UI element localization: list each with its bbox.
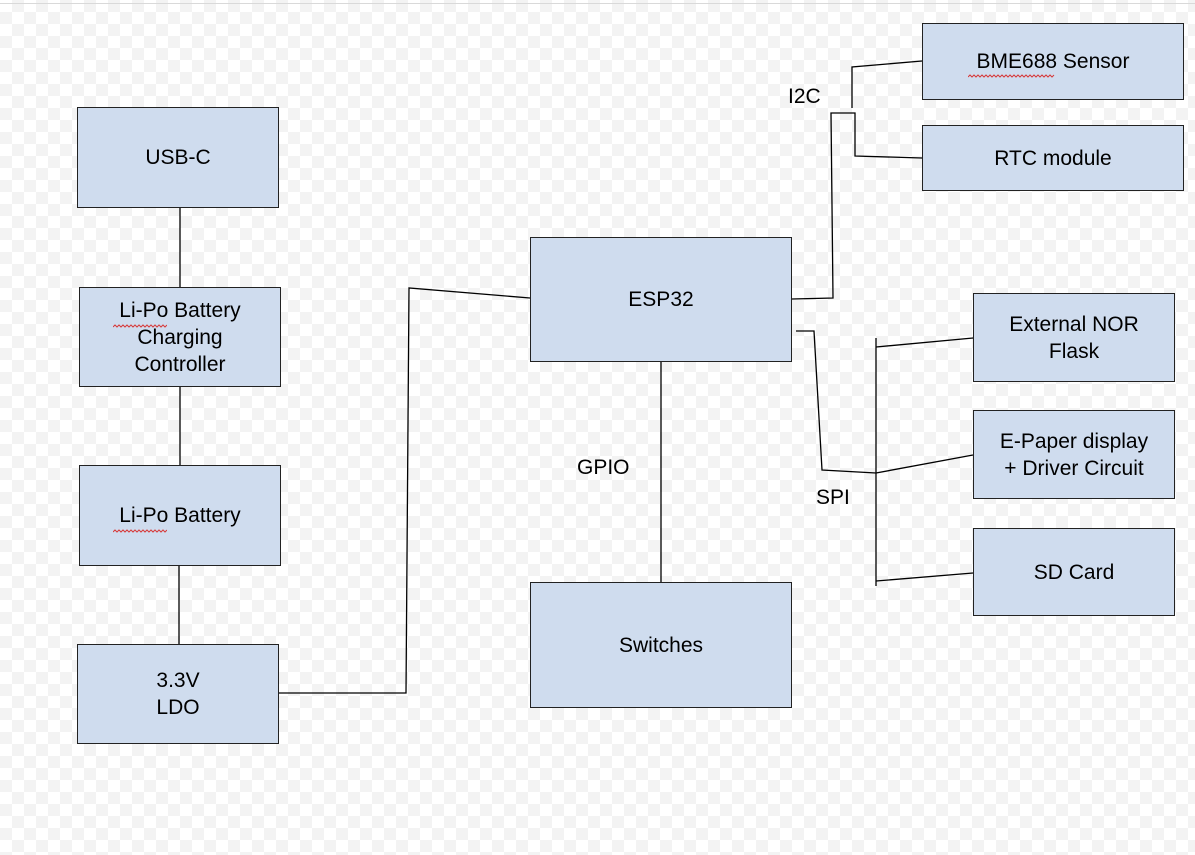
rtc-block[interactable]: RTC module: [922, 125, 1184, 191]
lipo-battery-label: Li-Po Battery: [119, 504, 241, 527]
epaper-label: E-Paper display + Driver Circuit: [999, 429, 1149, 480]
gpio-bus-label: GPIO: [577, 456, 630, 479]
esp32-block[interactable]: ESP32: [530, 237, 792, 362]
canvas-top-edge: [0, 3, 1195, 4]
lipo-battery-block[interactable]: Li-Po Battery: [79, 465, 281, 566]
usb-c-label: USB-C: [145, 146, 211, 169]
epaper-block[interactable]: E-Paper display + Driver Circuit: [973, 410, 1175, 499]
sd-card-label: SD Card: [1033, 560, 1115, 584]
spi-bus-label: SPI: [816, 486, 850, 509]
wire-spi-bus: [796, 330, 877, 474]
rtc-label: RTC module: [994, 146, 1112, 170]
wire-spi-to-sd: [875, 572, 974, 582]
usb-c-block[interactable]: USB-C: [77, 107, 279, 208]
charging-controller-block[interactable]: Li-Po Battery Charging Controller: [79, 287, 281, 387]
ldo-block[interactable]: 3.3V LDO: [77, 644, 279, 744]
wire-ldo-to-esp32: [279, 287, 531, 694]
wire-spi-to-epaper: [875, 454, 974, 474]
sd-card-block[interactable]: SD Card: [973, 528, 1175, 616]
wire-i2c-to-bme688: [851, 60, 923, 108]
nor-flash-block[interactable]: External NOR Flask: [973, 293, 1175, 382]
ldo-label: 3.3V LDO: [156, 669, 200, 719]
spellcheck-underline-icon: [113, 324, 167, 328]
nor-flash-label: External NOR Flask: [1009, 312, 1139, 363]
wire-spi-to-nor: [875, 337, 974, 348]
esp32-label: ESP32: [628, 288, 694, 311]
switches-label: Switches: [618, 633, 704, 657]
i2c-bus-label: I2C: [788, 85, 821, 108]
charging-controller-label: Li-Po Battery Charging Controller: [119, 298, 241, 376]
wire-i2c-bus: [791, 112, 923, 300]
bme688-block[interactable]: BME688 Sensor: [922, 23, 1184, 100]
bme688-label: BME688 Sensor: [976, 50, 1130, 73]
switches-block[interactable]: Switches: [530, 582, 792, 708]
spellcheck-underline-icon: [113, 529, 167, 533]
spellcheck-underline-icon: [968, 74, 1055, 78]
